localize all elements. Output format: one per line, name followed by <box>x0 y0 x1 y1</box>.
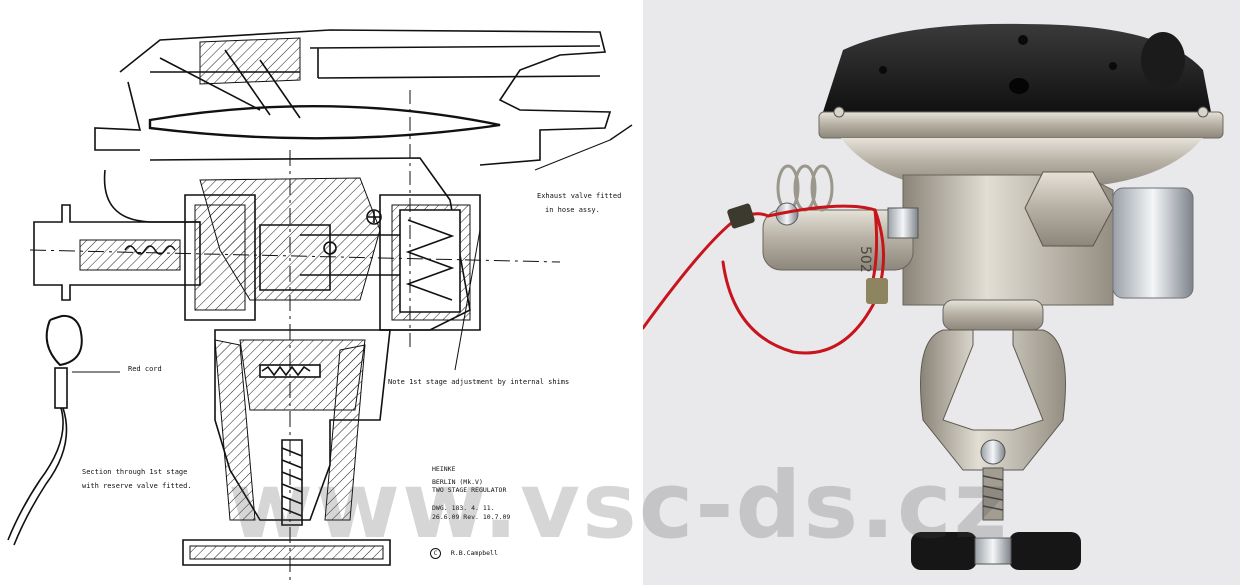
drawing-lines <box>7 29 633 580</box>
valve-marking: 502 <box>857 246 873 273</box>
author-signature-row: C R.B.Campbell <box>430 548 498 559</box>
exhaust-port <box>1141 32 1185 88</box>
technical-drawing: Exhaust valve fitted in hose assy. Red c… <box>7 29 633 580</box>
fitting-nozzle <box>887 207 919 239</box>
title-block-line-5: 26.6.09 Rev. 10.7.09 <box>432 512 511 521</box>
title-block-line-3: TWO STAGE REGULATOR <box>432 486 507 495</box>
hex-nut <box>1024 171 1114 247</box>
yoke-screw <box>982 467 1004 521</box>
cord-crimp <box>727 203 755 229</box>
copyright-symbol: C <box>430 548 441 559</box>
title-block-line-4: DWG. 183. 4. 11. <box>432 504 495 513</box>
title-block-line-1: HEINKE <box>432 465 456 473</box>
exhaust-valve-note: Exhaust valve fitted in hose assy. <box>537 192 621 215</box>
clamp-ring <box>818 111 1224 139</box>
title-block: HEINKE BERLIN (Mk.V) TWO STAGE REGULATOR… <box>432 465 510 521</box>
chrome-outlet <box>1112 187 1194 299</box>
exhaust-note-line-2: in hose assy. <box>545 205 600 214</box>
regulator-illustration: 502 <box>643 23 1224 570</box>
valve-spring <box>776 164 834 212</box>
yoke-clamp <box>920 329 1066 471</box>
housing-hole <box>1009 78 1029 94</box>
exhaust-note-line-1: Exhaust valve fitted <box>537 192 622 200</box>
handle-left-grip <box>911 532 977 570</box>
section-note-line-2: with reserve valve fitted. <box>82 481 192 490</box>
handle-right-grip <box>1009 532 1081 570</box>
section-note-line-1: Section through 1st stage <box>82 468 188 476</box>
black-housing <box>823 23 1211 112</box>
shims-note: Note 1st stage adjustment by internal sh… <box>388 378 570 386</box>
red-cord-label: Red cord <box>128 365 162 373</box>
author-name: R.B.Campbell <box>450 549 498 558</box>
regulator-photo: 502 <box>643 0 1240 585</box>
title-block-line-2: BERLIN (Mk.V) <box>432 478 483 487</box>
section-note: Section through 1st stage with reserve v… <box>82 468 192 491</box>
handle-hub <box>974 537 1012 565</box>
cord-clip <box>866 278 888 304</box>
red-cord <box>643 204 885 355</box>
